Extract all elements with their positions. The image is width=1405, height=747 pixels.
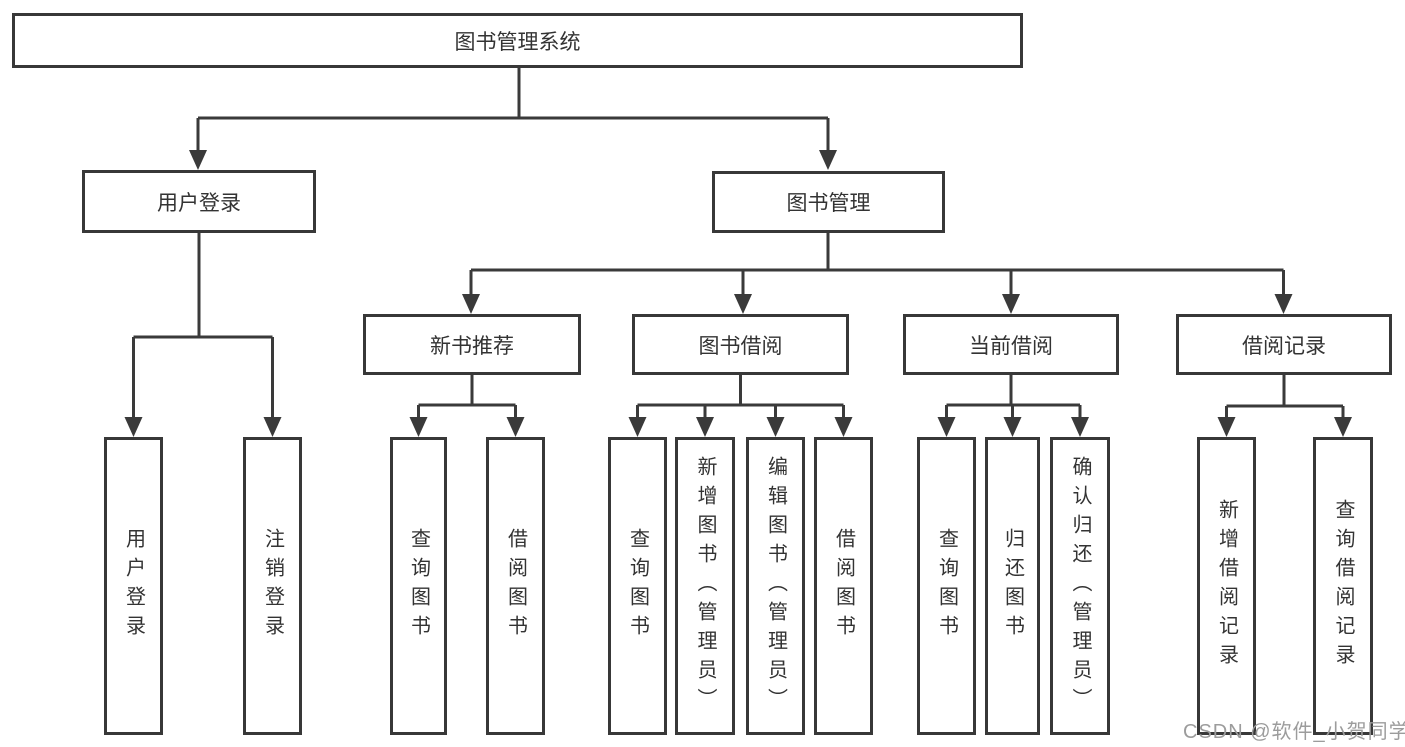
- arrowhead-icon: [734, 294, 752, 314]
- leaf-label: 确认归还（管理员）: [1069, 455, 1091, 717]
- node-borrowing-records: 借阅记录: [1176, 314, 1392, 375]
- leaf-label: 注销登录: [261, 528, 284, 644]
- leaf-borrow-books-recommend: 借阅图书: [486, 437, 545, 735]
- leaf-query-borrow-record: 查询借阅记录: [1313, 437, 1373, 735]
- arrowhead-icon: [937, 417, 956, 437]
- connector-line: [417, 375, 517, 420]
- arrowhead-icon: [1071, 417, 1089, 437]
- node-library-system: 图书管理系统: [12, 13, 1023, 68]
- leaf-query-books-recommend: 查询图书: [390, 437, 447, 735]
- arrowhead-icon: [819, 150, 837, 170]
- leaf-query-books-borrowing: 查询图书: [608, 437, 667, 735]
- leaf-add-books-admin: 新增图书（管理员）: [675, 437, 735, 735]
- leaf-label: 借阅图书: [832, 528, 855, 644]
- leaf-label: 新增图书（管理员）: [694, 455, 716, 717]
- leaf-label: 编辑图书（管理员）: [764, 455, 787, 717]
- leaf-label: 查询图书: [407, 528, 430, 644]
- arrowhead-icon: [696, 417, 714, 437]
- node-user-login: 用户登录: [82, 170, 316, 233]
- node-new-book-recommendation: 新书推荐: [363, 314, 581, 375]
- leaf-confirm-return-admin: 确认归还（管理员）: [1050, 437, 1110, 735]
- leaf-add-borrow-record: 新增借阅记录: [1197, 437, 1256, 735]
- arrowhead-icon: [189, 150, 207, 170]
- arrowhead-icon: [462, 294, 480, 314]
- connector-line: [1225, 375, 1345, 421]
- csdn-watermark: CSDN @软件_小贺同学: [1183, 721, 1405, 743]
- arrowhead-icon: [766, 417, 785, 437]
- leaf-return-books: 归还图书: [985, 437, 1040, 735]
- leaf-label: 查询图书: [935, 528, 958, 644]
- leaf-label: 查询图书: [626, 528, 649, 644]
- connector-line: [469, 233, 1285, 297]
- arrowhead-icon: [1002, 294, 1020, 314]
- connector-line: [636, 375, 845, 420]
- arrowhead-icon: [1334, 417, 1352, 437]
- connector-line: [132, 233, 274, 420]
- node-book-borrowing: 图书借阅: [632, 314, 849, 375]
- node-book-management: 图书管理: [712, 171, 945, 233]
- connector-line: [945, 375, 1082, 420]
- arrowhead-icon: [124, 417, 143, 437]
- leaf-logout-login: 注销登录: [243, 437, 302, 735]
- arrowhead-icon: [263, 417, 282, 437]
- connector-line: [196, 68, 830, 153]
- leaf-label: 新增借阅记录: [1215, 499, 1238, 673]
- connector-borrow-records-children: [1217, 375, 1352, 437]
- leaf-label: 借阅图书: [504, 528, 527, 644]
- leaf-label: 归还图书: [1001, 528, 1024, 644]
- connector-new-book-children: [409, 375, 525, 437]
- leaf-label: 查询借阅记录: [1332, 499, 1354, 673]
- arrowhead-icon: [506, 417, 525, 437]
- connector-current-borrowing-children: [937, 375, 1089, 437]
- leaf-query-books-current: 查询图书: [917, 437, 976, 735]
- leaf-user-login: 用户登录: [104, 437, 163, 735]
- connector-root-to-level1: [189, 68, 837, 170]
- leaf-edit-books-admin: 编辑图书（管理员）: [746, 437, 805, 735]
- arrowhead-icon: [628, 417, 647, 437]
- connector-user-login-children: [124, 233, 282, 437]
- connector-book-management-children: [462, 233, 1293, 314]
- arrowhead-icon: [834, 417, 853, 437]
- connector-book-borrowing-children: [628, 375, 853, 437]
- arrowhead-icon: [1003, 417, 1022, 437]
- node-current-borrowing: 当前借阅: [903, 314, 1119, 375]
- leaf-label: 用户登录: [122, 528, 145, 644]
- arrowhead-icon: [1217, 417, 1236, 437]
- leaf-borrow-books-borrowing: 借阅图书: [814, 437, 873, 735]
- arrowhead-icon: [409, 417, 428, 437]
- arrowhead-icon: [1274, 294, 1293, 314]
